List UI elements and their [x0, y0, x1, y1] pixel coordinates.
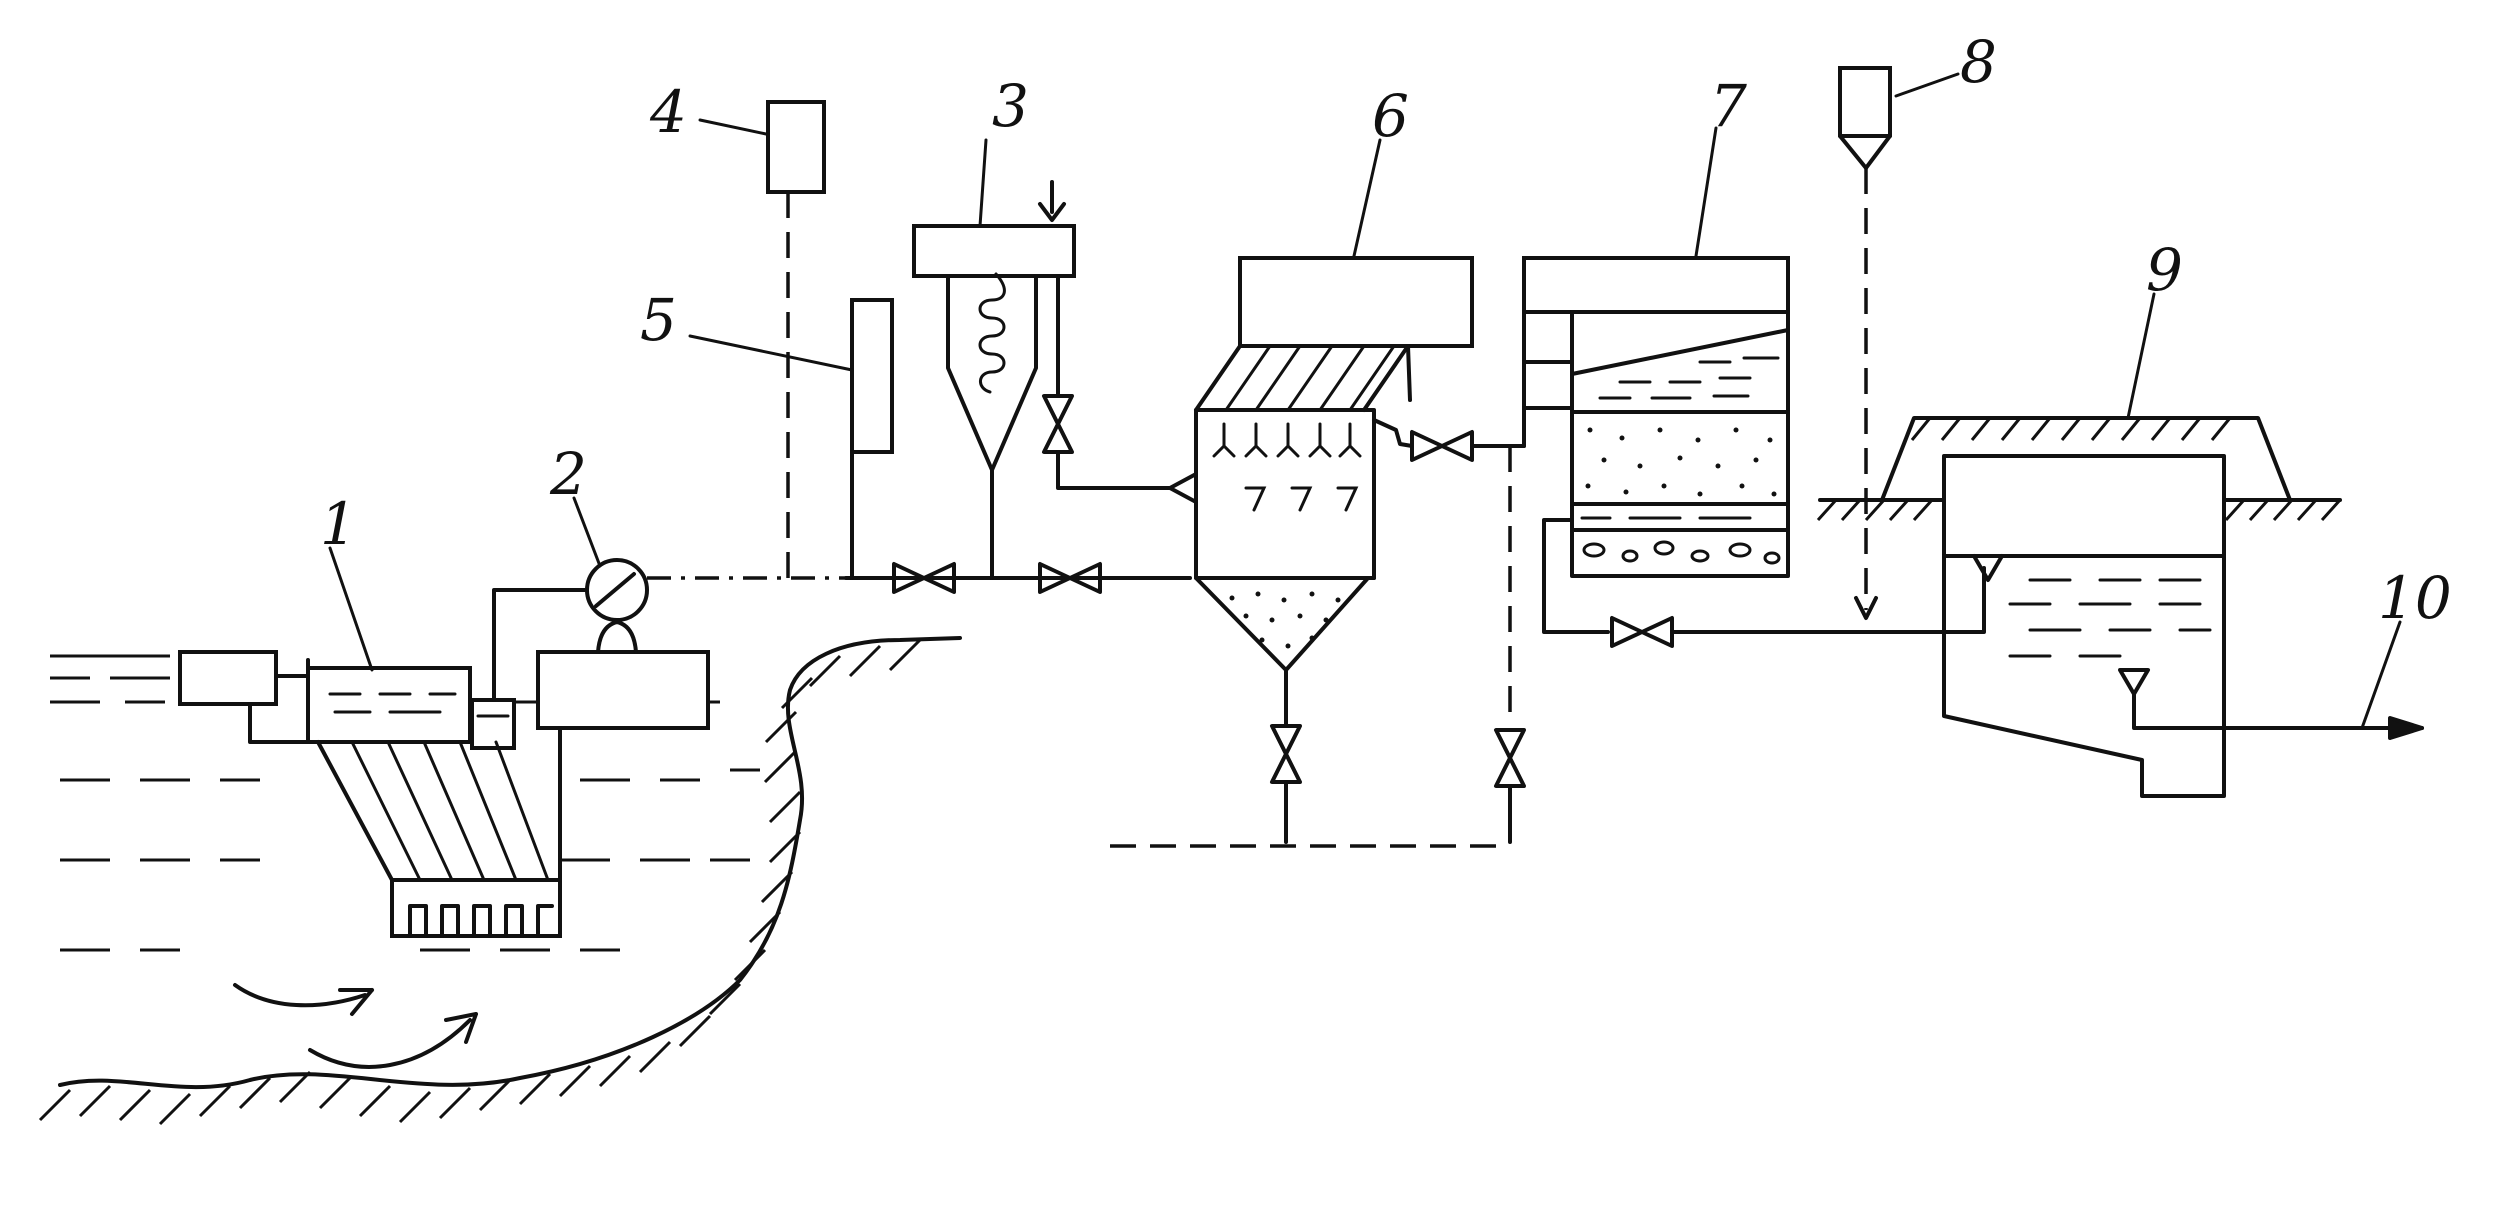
clarifier-top-tank: [1238, 256, 1474, 348]
intake-screen-chamber: [306, 666, 472, 744]
intake-well: [470, 698, 516, 750]
intake-structure: [178, 650, 710, 938]
leader-3: [978, 138, 988, 228]
clean-water-reservoir: [1816, 416, 2342, 798]
valve-main-2: [1038, 562, 1102, 594]
leader-10: [2360, 620, 2402, 730]
label-clean-water-reservoir: 9: [2146, 236, 2183, 304]
intake-left-chamber: [178, 650, 278, 706]
water-lines: [50, 654, 760, 952]
label-clarifier: 6: [1372, 82, 1409, 150]
leader-2: [572, 496, 602, 568]
vortex-mixer: [912, 180, 1172, 580]
label-filter: 7: [1710, 72, 1747, 140]
mixer-column-body: [850, 298, 894, 454]
label-chlorinator: 8: [1960, 28, 1997, 96]
leader-5: [688, 334, 854, 372]
mixer-column: [850, 298, 894, 580]
pump: [492, 558, 649, 702]
leader-6: [1352, 138, 1382, 258]
valve-main-1: [892, 562, 956, 594]
leader-4: [698, 118, 768, 136]
chlorinator-body: [1838, 66, 1892, 172]
filter-top-box: [1522, 256, 1790, 314]
label-consumer-outlet: 10: [2378, 564, 2452, 632]
label-intake-structure: 1: [320, 490, 357, 558]
leader-8: [1894, 72, 1960, 98]
leader-7: [1694, 126, 1718, 258]
chlorinator: [1838, 66, 1892, 620]
pump-station-block: [536, 650, 710, 730]
label-reagent-tank: 4: [649, 78, 687, 146]
label-mixer-column: 5: [640, 286, 677, 354]
river-bed-hatching: [38, 638, 922, 1126]
filter-sand-dots: [1585, 427, 1777, 497]
leader-1: [328, 546, 374, 672]
label-vortex-mixer: 3: [992, 72, 1029, 140]
clarifier: [1168, 256, 1474, 844]
reservoir-body: [1942, 454, 2226, 798]
mixer-top-box: [912, 224, 1076, 278]
leader-lines: [328, 72, 2402, 730]
sludge-dots: [1229, 591, 1341, 649]
reagent-tank-body: [766, 100, 826, 194]
filter-gravel: [1582, 540, 1781, 565]
leader-9: [2126, 292, 2156, 420]
consumer-outlet: [2158, 716, 2424, 740]
reagent-tank: [766, 100, 826, 578]
flow-arrows: [233, 983, 478, 1069]
river: [38, 636, 962, 1126]
label-pump: 2: [549, 440, 587, 508]
number-labels: 1 2 3 4 5 6 7 8 9 10: [320, 28, 2452, 632]
valve-clarifier-filter: [1372, 418, 1526, 462]
filter: [1494, 256, 1950, 844]
